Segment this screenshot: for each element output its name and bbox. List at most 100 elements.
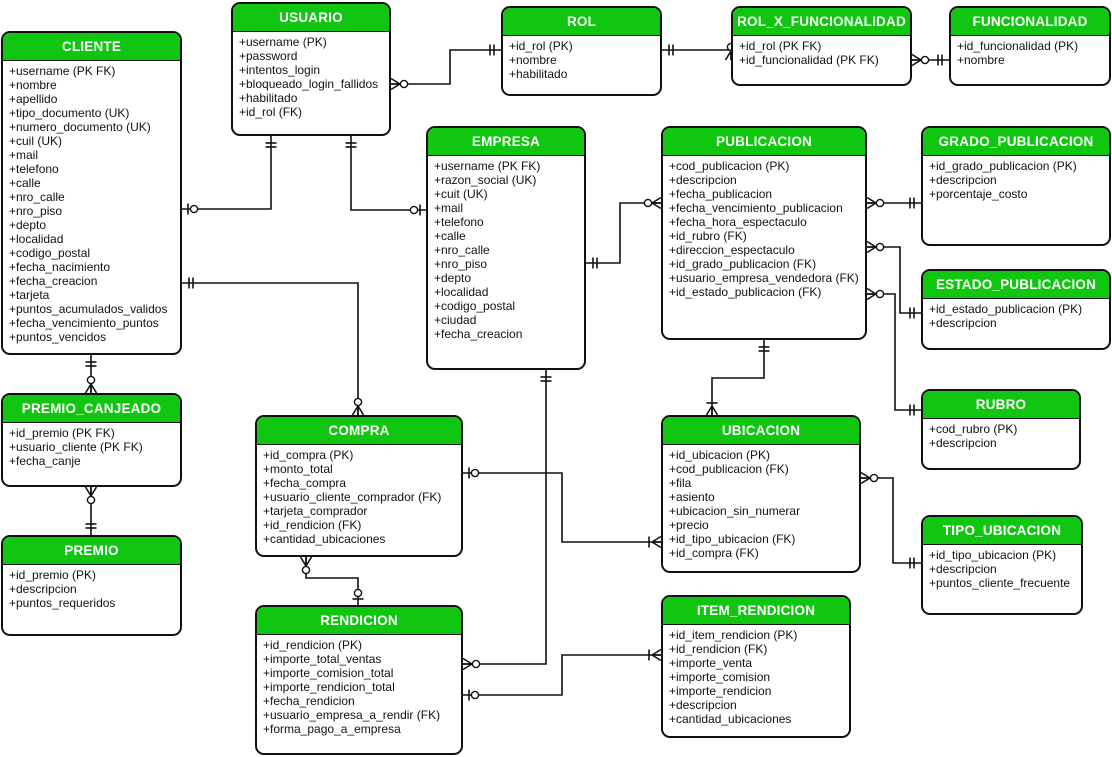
crow-foot-line bbox=[84, 486, 92, 497]
attribute: +username (PK FK) bbox=[9, 64, 116, 78]
attribute-list: +cod_publicacion (PK)+descripcion+fecha_… bbox=[663, 156, 865, 299]
attribute: +codigo_postal bbox=[434, 299, 516, 313]
cardinality-circle bbox=[409, 205, 419, 215]
crow-foot-line bbox=[724, 50, 732, 61]
attribute: +usuario_empresa_vendedora (FK) bbox=[669, 271, 859, 285]
attribute: +fecha_hora_espectaculo bbox=[669, 215, 807, 229]
crow-foot-line bbox=[711, 405, 719, 416]
crow-foot-line bbox=[866, 240, 877, 248]
entity-estado-publicacion[interactable]: ESTADO_PUBLICACION+id_estado_publicacion… bbox=[921, 269, 1111, 350]
attribute: +nombre bbox=[509, 53, 557, 67]
attribute: +id_estado_publicacion (FK) bbox=[669, 285, 822, 299]
attribute: +nro_piso bbox=[434, 257, 488, 271]
attribute: +importe_rendicion_total bbox=[263, 680, 395, 694]
entity-cliente[interactable]: CLIENTE+username (PK FK)+nombre+apellido… bbox=[1, 31, 182, 355]
entity-title: PUBLICACION bbox=[663, 128, 865, 156]
entity-ubicacion[interactable]: UBICACION+id_ubicacion (PK)+cod_publicac… bbox=[661, 415, 861, 573]
entity-publicacion[interactable]: PUBLICACION+cod_publicacion (PK)+descrip… bbox=[661, 126, 867, 340]
attribute: +ciudad bbox=[434, 313, 477, 327]
entity-premio-canjeado[interactable]: PREMIO_CANJEADO+id_premio (PK FK)+usuari… bbox=[1, 393, 182, 487]
entity-funcionalidad[interactable]: FUNCIONALIDAD+id_funcionalidad (PK)+nomb… bbox=[949, 6, 1111, 86]
entity-rol[interactable]: ROL+id_rol (PK)+nombre+habilitado bbox=[501, 6, 662, 96]
attribute: +usuario_empresa_a_rendir (FK) bbox=[263, 708, 441, 722]
cardinality-circle bbox=[471, 659, 481, 669]
crow-foot-line bbox=[860, 477, 871, 485]
relationship-line bbox=[867, 293, 921, 411]
entity-premio[interactable]: PREMIO+id_premio (PK)+descripcion+puntos… bbox=[1, 535, 182, 636]
cardinality-circle bbox=[869, 473, 879, 483]
attribute: +id_compra (FK) bbox=[669, 546, 759, 560]
crow-foot-line bbox=[299, 556, 307, 567]
attribute: +nro_piso bbox=[9, 204, 63, 218]
relationship-line bbox=[861, 477, 921, 564]
cardinality-circle bbox=[353, 588, 363, 598]
cardinality-circle bbox=[353, 397, 363, 407]
attribute: +precio bbox=[669, 518, 709, 532]
attribute: +bloqueado_login_fallidos bbox=[239, 77, 379, 91]
attribute: +fecha_nacimiento bbox=[9, 260, 111, 274]
attribute: +apellido bbox=[9, 92, 58, 106]
attribute-list: +cod_rubro (PK)+descripcion bbox=[923, 419, 1079, 450]
entity-rubro[interactable]: RUBRO+cod_rubro (PK)+descripcion bbox=[921, 389, 1081, 470]
crow-foot-line bbox=[357, 405, 365, 416]
entity-compra[interactable]: COMPRA+id_compra (PK)+monto_total+fecha_… bbox=[255, 415, 463, 557]
entity-title: FUNCIONALIDAD bbox=[951, 8, 1109, 36]
relationship-cliente-premio-canjeado bbox=[84, 355, 98, 394]
entity-item-rendicion[interactable]: ITEM_RENDICION+id_item_rendicion (PK)+id… bbox=[661, 595, 851, 738]
entity-title: CLIENTE bbox=[3, 33, 180, 61]
attribute: +id_grado_publicacion (FK) bbox=[669, 257, 817, 271]
attribute: +id_estado_publicacion (PK) bbox=[929, 302, 1083, 316]
crow-foot-line bbox=[651, 202, 662, 210]
attribute: +username (PK) bbox=[239, 35, 327, 49]
crow-foot-line bbox=[90, 486, 98, 497]
attribute: +cantidad_ubicaciones bbox=[263, 532, 386, 546]
attribute: +cod_rubro (PK) bbox=[929, 422, 1018, 436]
entity-tipo-ubicacion[interactable]: TIPO_UBICACION+id_tipo_ubicacion (PK)+de… bbox=[921, 515, 1083, 615]
attribute-list: +id_rol (PK)+nombre+habilitado bbox=[503, 36, 660, 81]
crow-foot-line bbox=[651, 535, 662, 543]
crow-foot-line bbox=[705, 405, 713, 416]
attribute: +nombre bbox=[957, 53, 1005, 67]
attribute: +localidad bbox=[434, 285, 489, 299]
entity-rol-x-funcionalidad[interactable]: ROL_X_FUNCIONALIDAD+id_rol (PK FK)+id_fu… bbox=[731, 6, 912, 86]
entity-empresa[interactable]: EMPRESA+username (PK FK)+razon_social (U… bbox=[426, 126, 586, 370]
attribute: +codigo_postal bbox=[9, 246, 91, 260]
relationship-line bbox=[463, 472, 661, 543]
cardinality-circle bbox=[470, 468, 480, 478]
relationship-line bbox=[350, 136, 426, 211]
attribute: +cuit (UK) bbox=[434, 187, 488, 201]
crow-foot-line bbox=[911, 59, 922, 67]
attribute: +id_rol (FK) bbox=[239, 105, 303, 119]
cardinality-circle bbox=[875, 242, 885, 252]
attribute: +calle bbox=[9, 176, 41, 190]
entity-title: ITEM_RENDICION bbox=[663, 597, 849, 625]
crow-foot-line bbox=[866, 246, 877, 254]
attribute-list: +id_rol (PK FK)+id_funcionalidad (PK FK) bbox=[733, 36, 910, 67]
crow-foot-line bbox=[462, 657, 473, 665]
entity-title: ROL bbox=[503, 8, 660, 36]
attribute: +intentos_login bbox=[239, 63, 321, 77]
attribute: +id_tipo_ubicacion (PK) bbox=[929, 548, 1057, 562]
relationship-usuario-cliente bbox=[182, 136, 277, 215]
attribute: +usuario_cliente_comprador (FK) bbox=[263, 490, 442, 504]
attribute: +id_rubro (FK) bbox=[669, 229, 747, 243]
attribute: +id_premio (PK FK) bbox=[9, 426, 115, 440]
entity-title: PREMIO_CANJEADO bbox=[3, 395, 180, 423]
attribute: +descripcion bbox=[929, 316, 997, 330]
attribute: +nro_calle bbox=[434, 243, 490, 257]
cardinality-circle bbox=[86, 495, 96, 505]
entity-title: EMPRESA bbox=[428, 128, 584, 156]
crow-foot-line bbox=[651, 654, 662, 662]
entity-title: RUBRO bbox=[923, 391, 1079, 419]
attribute: +fila bbox=[669, 476, 692, 490]
entity-grado-publicacion[interactable]: GRADO_PUBLICACION+id_grado_publicacion (… bbox=[921, 126, 1111, 246]
attribute: +descripcion bbox=[669, 173, 737, 187]
entity-usuario[interactable]: USUARIO+username (PK)+password+intentos_… bbox=[231, 2, 391, 136]
attribute: +porcentaje_costo bbox=[929, 187, 1028, 201]
cardinality-circle bbox=[189, 204, 199, 214]
attribute-list: +id_grado_publicacion (PK)+descripcion+p… bbox=[923, 156, 1109, 201]
attribute: +id_premio (PK) bbox=[9, 568, 97, 582]
attribute-list: +id_tipo_ubicacion (PK)+descripcion+punt… bbox=[923, 545, 1081, 590]
cardinality-circle bbox=[875, 198, 885, 208]
entity-rendicion[interactable]: RENDICION+id_rendicion (PK)+importe_tota… bbox=[255, 605, 463, 755]
